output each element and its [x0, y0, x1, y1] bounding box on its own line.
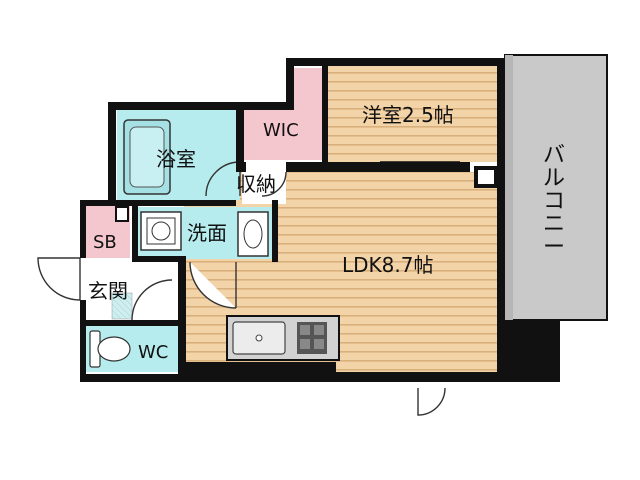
shoebox-label: SB — [93, 232, 117, 253]
toilet-label: WC — [138, 342, 168, 363]
balcony-label: バ ル コ ニ ー — [543, 143, 565, 260]
kitchen-counter — [226, 315, 340, 361]
balcony-char-2: ル — [543, 166, 565, 191]
balcony-char-4: ニ — [543, 212, 565, 237]
balcony-char-3: コ — [543, 189, 565, 214]
windows — [380, 90, 504, 300]
door-swings — [37, 161, 446, 416]
balcony-char-5: ー — [543, 235, 565, 260]
wic-floor — [244, 68, 323, 160]
washroom-label: 洗面 — [187, 221, 227, 245]
ldk-label: LDK8.7帖 — [342, 253, 433, 277]
storage-floor — [242, 164, 286, 204]
storage-label: 収納 — [236, 172, 276, 196]
balcony — [504, 54, 608, 382]
balcony-char-1: バ — [543, 143, 565, 168]
western-room-label: 洋室2.5帖 — [362, 103, 454, 127]
wic-label: WIC — [263, 120, 299, 141]
entrance-label: 玄関 — [88, 279, 128, 303]
western-room-floor — [327, 64, 497, 162]
walls — [80, 58, 505, 382]
toilet-fixture — [89, 330, 131, 368]
bath-label: 浴室 — [156, 147, 196, 171]
